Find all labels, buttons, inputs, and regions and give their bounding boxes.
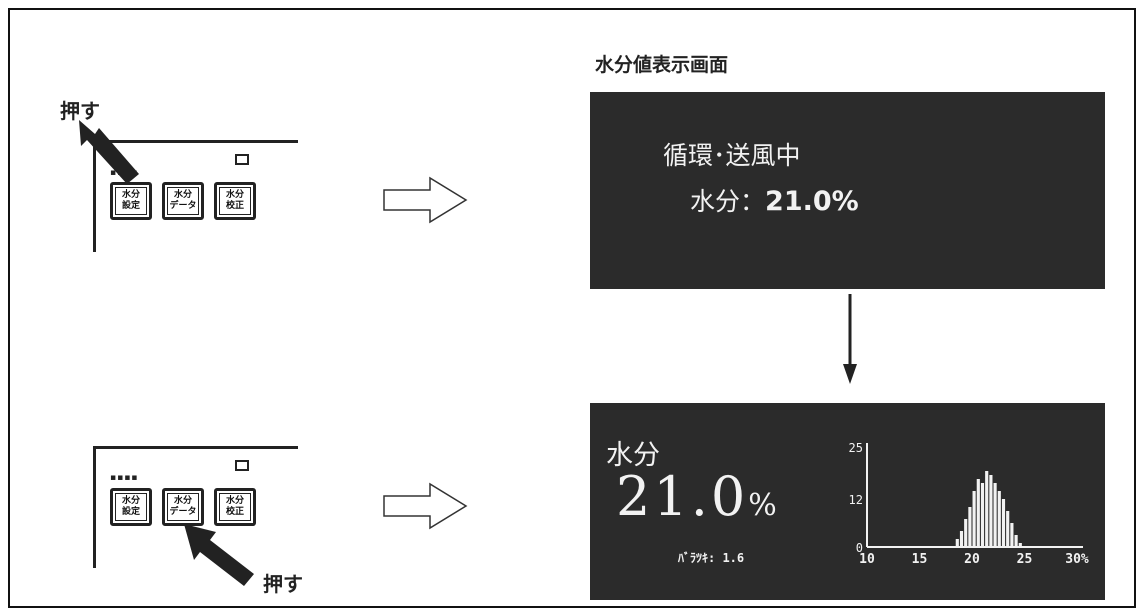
histogram-bar	[985, 471, 989, 547]
histogram-bar	[997, 491, 1001, 547]
histogram-bar	[972, 491, 976, 547]
moisture-setting-button[interactable]: 水分設定	[110, 488, 152, 526]
push-label-top: 押す	[60, 99, 100, 123]
moisture-data-button[interactable]: 水分データ	[162, 182, 204, 220]
hollow-arrow-right-top-icon	[383, 176, 468, 224]
moisture-histogram: 25 12 010 15 20 25 30%	[849, 441, 1089, 567]
moisture-value: 21.0	[616, 465, 749, 528]
moisture-calibration-button[interactable]: 水分校正	[214, 488, 256, 526]
histogram-bar	[964, 519, 968, 547]
x-tick-label: 15	[912, 552, 928, 567]
x-tick-label: 25	[1017, 552, 1033, 567]
y-tick-label: 0	[856, 541, 863, 555]
moisture-setting-button[interactable]: 水分設定	[110, 182, 152, 220]
histogram-bar	[968, 507, 972, 547]
led-indicator: ▪▪▪▪	[110, 473, 139, 483]
variation-text: ﾊﾞﾗﾂｷ: 1.6	[678, 551, 745, 565]
panel-edge-vertical	[93, 140, 96, 252]
pointer-arrow-top-icon	[79, 120, 139, 184]
histogram-bar	[959, 531, 964, 547]
moisture-unit: %	[748, 488, 777, 523]
moisture-value: 21.0%	[765, 186, 859, 217]
led-lamp	[235, 154, 249, 165]
moisture-label: 水分	[690, 187, 741, 216]
histogram-bar	[1001, 499, 1006, 547]
histogram-bar	[955, 539, 959, 547]
y-tick-label: 12	[849, 493, 863, 507]
histogram-bar	[976, 479, 980, 547]
x-tick-label: 30%	[1065, 552, 1089, 567]
histogram-bar	[980, 483, 985, 547]
moisture-calibration-button[interactable]: 水分校正	[214, 182, 256, 220]
moisture-separator: ：	[740, 187, 766, 216]
x-tick-label: 10	[859, 552, 875, 567]
histogram-bar	[1014, 535, 1018, 547]
pointer-arrow-bottom-icon	[184, 524, 254, 586]
panel-edge-horizontal	[93, 140, 298, 143]
panel-edge-vertical	[93, 446, 96, 568]
moisture-label: 水分	[606, 440, 660, 471]
histogram-bar	[1010, 523, 1014, 547]
moisture-big-value: 21.0%	[616, 465, 777, 528]
screen-title: 水分値表示画面	[595, 54, 729, 76]
histogram-bar	[993, 483, 997, 547]
hollow-arrow-right-bottom-icon	[383, 482, 468, 530]
led-lamp	[235, 460, 249, 471]
push-label-bottom: 押す	[263, 572, 303, 596]
y-tick-label: 25	[849, 441, 863, 455]
x-tick-label: 20	[964, 552, 980, 567]
moisture-display-screen: 循環･送風中 水分：21.0%	[590, 92, 1105, 289]
histogram-bar	[1006, 511, 1010, 547]
moisture-data-button[interactable]: 水分データ	[162, 488, 204, 526]
moisture-readout: 水分：21.0%	[690, 182, 859, 218]
panel-edge-horizontal	[93, 446, 298, 449]
histogram-bar	[1018, 543, 1022, 547]
down-arrow-icon	[843, 294, 857, 384]
status-text: 循環･送風中	[663, 141, 801, 170]
histogram-bar	[989, 475, 993, 547]
